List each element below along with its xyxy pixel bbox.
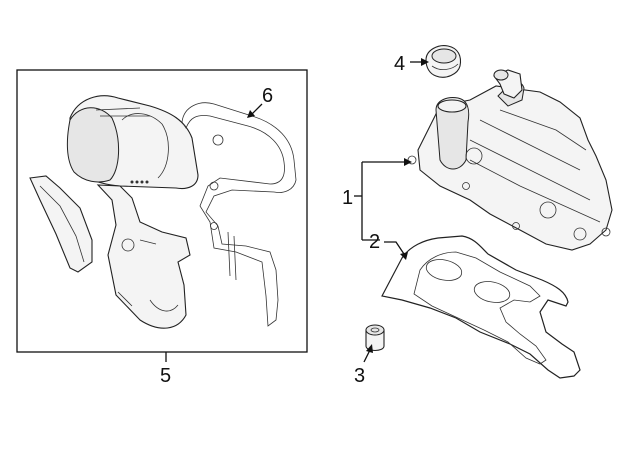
callout-3-arrow (366, 344, 373, 353)
oil-filler-cap (425, 45, 462, 78)
timing-cover-gasket (181, 102, 297, 327)
callout-label-6: 6 (262, 85, 273, 107)
lower-timing-cover (96, 184, 191, 329)
callout-3-leader (363, 349, 371, 363)
callout-1-arrow (404, 158, 412, 166)
callout-label-1: 1 (342, 187, 353, 209)
valve-cover (407, 81, 613, 251)
timing-cover-box (16, 69, 308, 353)
callout-label-4: 4 (394, 53, 405, 75)
callout-6-arrow (247, 110, 255, 118)
callout-6-leader (251, 103, 263, 115)
valve-cover-gasket (381, 235, 581, 379)
callout-label-3: 3 (354, 365, 365, 387)
callout-label-5: 5 (160, 365, 171, 387)
upper-timing-cover (66, 95, 199, 190)
valve-cover-grommet (365, 324, 385, 352)
callout-4-arrow (421, 58, 429, 66)
pcv-elbow-fitting (493, 69, 523, 99)
callout-label-2: 2 (369, 231, 380, 253)
timing-cover-side-piece (29, 175, 93, 273)
callout-2-arrow (400, 252, 408, 260)
callout-2-leader (384, 241, 405, 255)
